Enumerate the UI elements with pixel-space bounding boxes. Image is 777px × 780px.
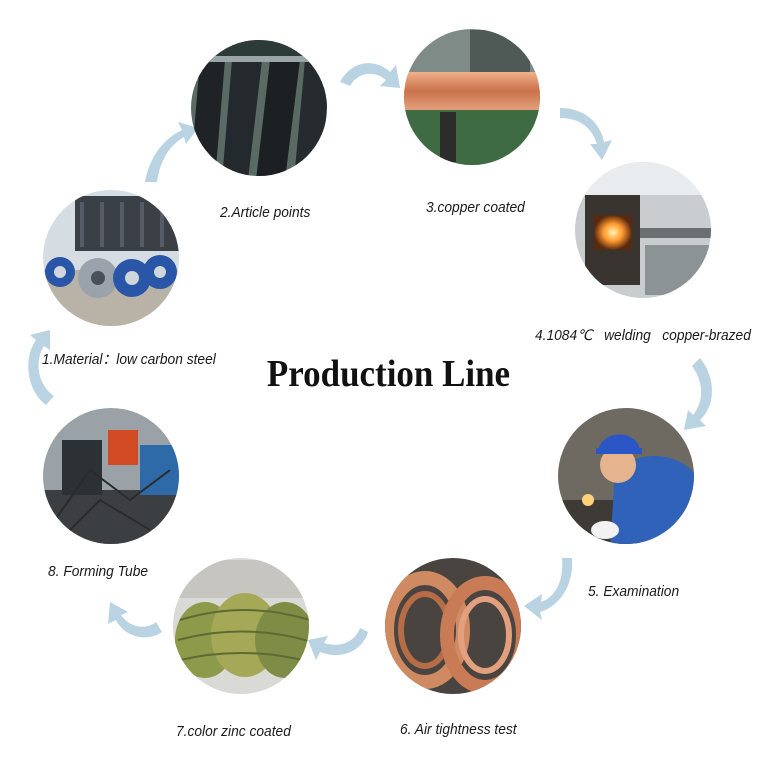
- arrow-4-to-5: [684, 358, 712, 430]
- tube-forming-machine-photo: [43, 408, 179, 544]
- arrow-3-to-4: [560, 108, 612, 160]
- arrow-6-to-7: [308, 628, 368, 660]
- arrow-5-to-6: [524, 558, 573, 620]
- step-1-label: 1.Material：low carbon steel: [42, 352, 216, 368]
- zinc-coated-coils-photo: [173, 558, 309, 694]
- arrow-1-to-2: [145, 122, 198, 182]
- arrow-2-to-3: [340, 63, 400, 88]
- step-2-label: 2.Article points: [220, 205, 311, 221]
- step-4-label: 4.1084℃ welding copper-brazed: [535, 328, 751, 344]
- steel-strips-photo: [191, 40, 327, 176]
- copper-roll-photo: [404, 29, 540, 165]
- copper-tube-coils-photo: [385, 558, 521, 694]
- step-6-label: 6. Air tightness test: [400, 722, 517, 738]
- step-3-label: 3.copper coated: [426, 200, 525, 216]
- step-5-label: 5. Examination: [588, 584, 680, 600]
- steel-coils-photo: [43, 190, 179, 326]
- arrow-8-to-1: [28, 330, 54, 405]
- furnace-photo: [575, 162, 711, 298]
- worker-inspecting-photo: [558, 408, 694, 544]
- arrow-7-to-8: [108, 602, 162, 638]
- step-7-label: 7.color zinc coated: [176, 724, 291, 740]
- page-title: Production Line: [266, 353, 511, 395]
- step-8-label: 8. Forming Tube: [48, 564, 149, 580]
- flow-arrows: [28, 63, 712, 660]
